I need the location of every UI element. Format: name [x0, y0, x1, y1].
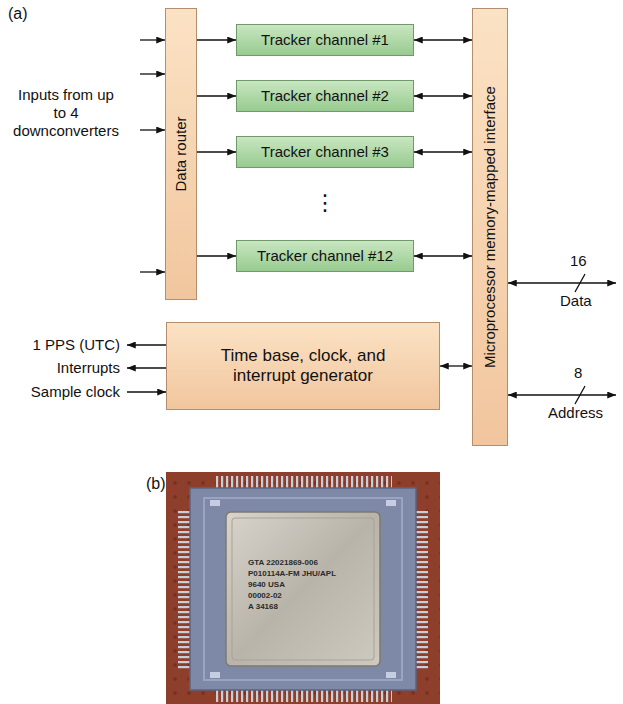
panel-label: (a)	[8, 4, 28, 23]
box-text: Tracker channel #3	[261, 143, 389, 161]
bus-name: Data	[560, 292, 592, 310]
bus-slash	[575, 386, 585, 404]
bus-width: 8	[574, 364, 582, 382]
bus-name: Address	[548, 404, 603, 422]
connector-arrow	[197, 151, 236, 152]
signal-name: Sample clock	[0, 383, 120, 401]
signal-name: 1 PPS (UTC)	[0, 336, 120, 354]
input-arrow	[140, 129, 165, 130]
connector-arrow	[414, 39, 472, 40]
pad	[386, 672, 396, 678]
interrupt-arrow	[127, 367, 166, 368]
pps-arrow	[127, 344, 166, 345]
signal-arrows	[127, 345, 166, 392]
pad	[210, 500, 220, 506]
tracker-box: Tracker channel #1	[236, 24, 414, 56]
address-bus	[508, 394, 616, 395]
chip-lid	[226, 512, 380, 666]
tracker-box: Tracker channel #3	[236, 136, 414, 168]
chip-marking: P010114A-FM JHU/APL	[248, 569, 336, 579]
chip-marking: A 34168	[248, 602, 278, 612]
router-box: Data router	[165, 8, 197, 300]
chip-marking: 9640 USA	[248, 580, 285, 590]
input-label: Inputs from up to 4 downconverters	[10, 86, 122, 140]
input-arrows	[140, 40, 165, 272]
box-text: Time base, clock, and interrupt generato…	[196, 346, 411, 387]
connector-arrow	[414, 95, 472, 96]
timebase-box: Time base, clock, and interrupt generato…	[166, 322, 440, 410]
connector-arrow	[197, 95, 236, 96]
input-arrow	[140, 39, 165, 40]
board-vias	[166, 472, 440, 704]
box-text: Data router	[172, 116, 190, 191]
box-text: Tracker channel #2	[261, 87, 389, 105]
connector-arrow	[440, 365, 472, 366]
chip-package	[190, 488, 416, 690]
connector-arrow	[414, 255, 472, 256]
box-text: Tracker channel #12	[257, 247, 393, 265]
bus-arrows	[508, 274, 616, 404]
bus-width: 16	[570, 252, 587, 270]
panel-label: (b)	[146, 474, 166, 493]
chip-marking: GTA 22021869-006	[248, 558, 318, 568]
tracker-box: Tracker channel #2	[236, 80, 414, 112]
bus-slash	[575, 274, 585, 292]
pad	[386, 500, 396, 506]
pad	[210, 672, 220, 678]
signal-name: Interrupts	[0, 359, 120, 377]
box-text: Microprocessor memory-mapped interface	[481, 86, 499, 368]
connector-arrow	[197, 39, 236, 40]
clock-arrow	[127, 391, 166, 392]
input-arrow	[140, 271, 165, 272]
box-text: Tracker channel #1	[261, 31, 389, 49]
chip-marking: 00002-02	[248, 591, 282, 601]
input-arrow	[140, 73, 165, 74]
interface-box: Microprocessor memory-mapped interface	[472, 8, 508, 446]
data-bus	[508, 282, 616, 283]
lid-edge	[232, 518, 374, 660]
connector-arrow	[197, 255, 236, 256]
chip-photo	[166, 472, 440, 704]
ellipsis: ⋮	[305, 190, 345, 216]
package-ring	[204, 498, 402, 680]
connector-arrow	[414, 151, 472, 152]
tracker-box: Tracker channel #12	[236, 240, 414, 272]
circuit-board	[166, 472, 440, 704]
